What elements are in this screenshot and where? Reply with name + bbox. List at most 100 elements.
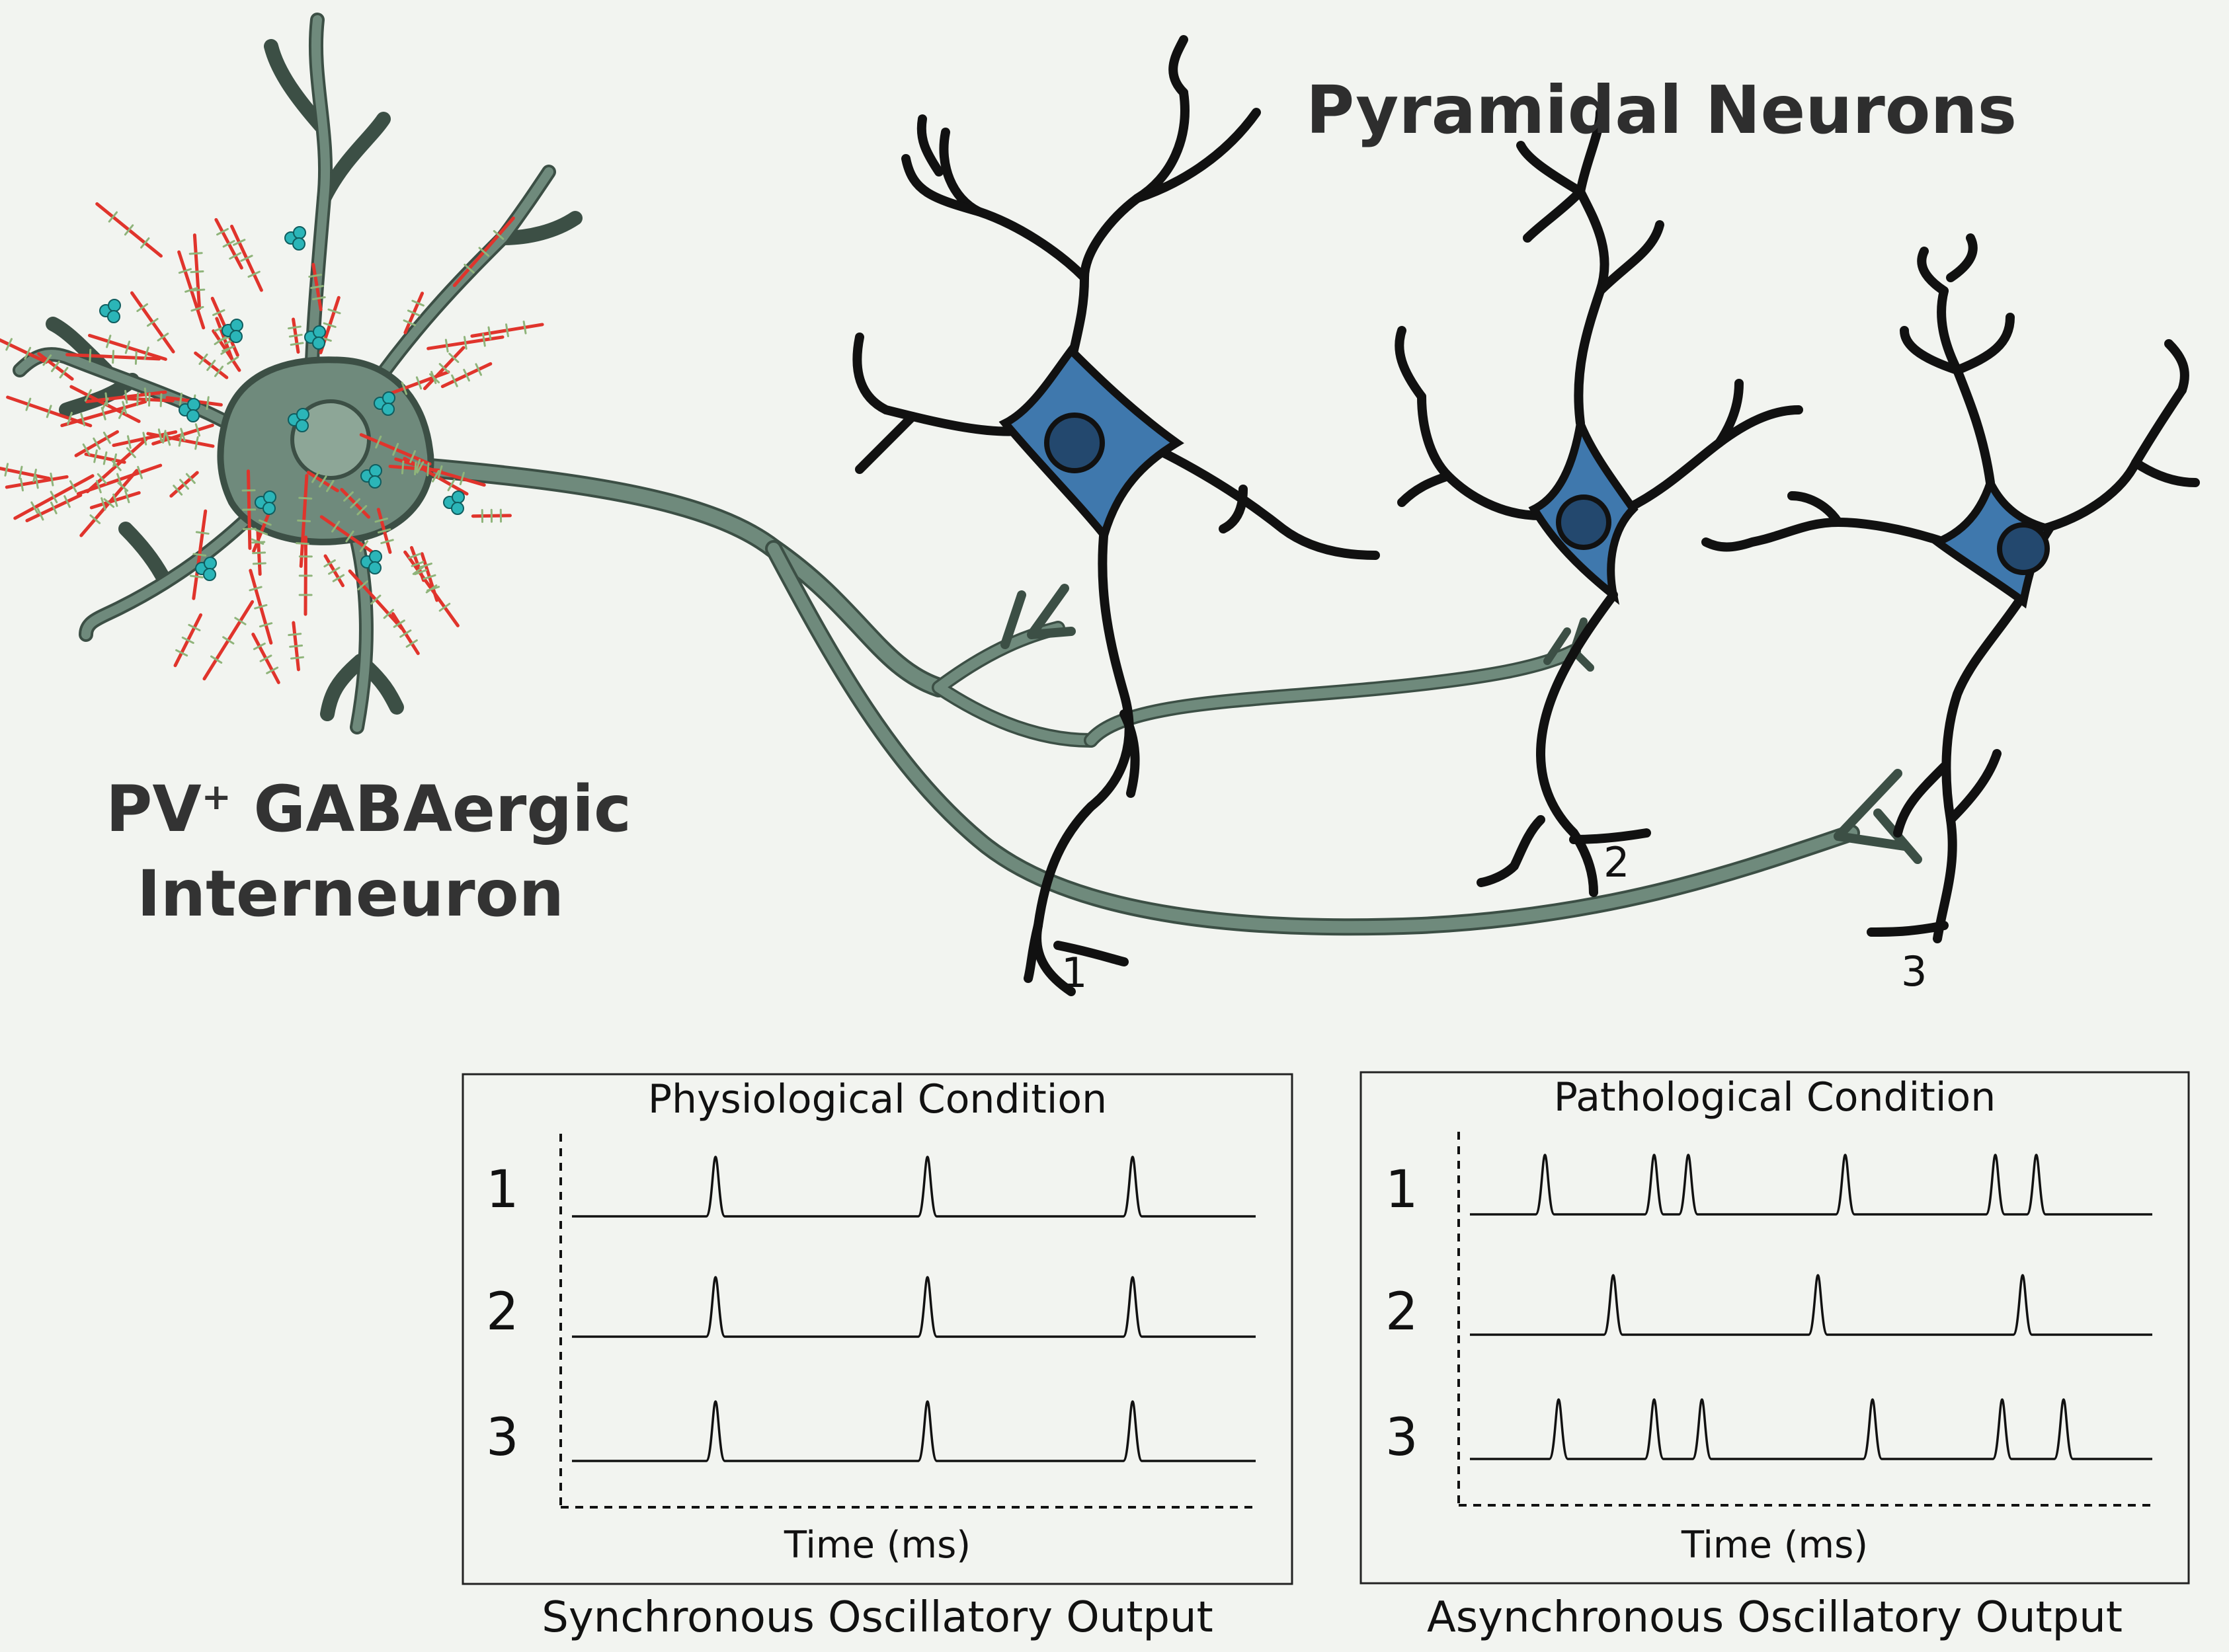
pnn-bristle [505, 323, 509, 338]
pnn-bristle [190, 270, 204, 274]
pnn-bristle [103, 498, 115, 508]
neuron-label-1: 1 [1061, 949, 1088, 997]
pnn-bristle [179, 479, 190, 490]
pnn-bristle [175, 649, 188, 657]
synapse-dot [292, 237, 305, 251]
pnn-bristle [5, 338, 13, 351]
pnn-bristle [415, 376, 423, 390]
pnn-bristle [463, 368, 470, 382]
pnn-bristle [401, 460, 405, 475]
axon-branch-1 [934, 623, 1096, 746]
spike-train-1 [572, 1156, 1256, 1218]
axon-branch-2 [1086, 646, 1579, 746]
panel-1-row-label-1: 1 [486, 1160, 519, 1220]
pnn-bristle [463, 336, 467, 350]
synapse-dot [369, 550, 382, 563]
pnn-bristle [438, 363, 450, 374]
pyramidal-neuron-3 [1701, 233, 2200, 943]
pnn-bristle [451, 374, 458, 387]
pnn-bristle [448, 352, 460, 364]
pnn-bristle [290, 342, 304, 346]
pnn-bristle [414, 569, 427, 576]
synapse-dot [108, 299, 121, 312]
pnn-bristle [251, 541, 266, 544]
pnn-bristle [332, 574, 345, 582]
synapse-dot [368, 475, 382, 489]
pnn-bristle [229, 252, 242, 260]
pnn-bristle [188, 252, 203, 255]
pnn-bristle [102, 451, 108, 465]
pnn-bristle [327, 308, 341, 315]
pnn-bristle [124, 490, 130, 504]
pnn-bristle [190, 305, 204, 312]
pnn-bristle [89, 348, 92, 363]
pnn-bristle [216, 227, 229, 236]
pnn-bristle [116, 473, 122, 487]
panel-2-title: Pathological Condition [1553, 1074, 1996, 1121]
pnn-bristle [326, 480, 335, 492]
synapse-dot [451, 502, 464, 515]
panel-1-xlabel: Time (ms) [784, 1524, 971, 1567]
pnn-bristle [101, 497, 106, 511]
axon-branch-3 [765, 540, 1860, 936]
pnn-bristle [30, 501, 38, 514]
pnn-bristle [179, 392, 183, 407]
pnn-bristle [112, 453, 117, 467]
pnn-bristle [19, 477, 24, 492]
synapse-clusters [99, 226, 465, 581]
pnn-bristle [50, 501, 58, 514]
pnn-bristle [423, 574, 436, 580]
panel-1-row-label-2: 2 [486, 1282, 519, 1342]
panel-1-row-label-3: 3 [486, 1408, 519, 1468]
pnn-bristle [112, 493, 118, 507]
pnn-bristle [464, 263, 475, 274]
synapse-dot [312, 336, 325, 350]
panel-1-caption: Synchronous Oscillatory Output [542, 1593, 1213, 1642]
pnn-bristle [97, 473, 107, 485]
pnn-bristle [84, 389, 92, 402]
panel-1-title: Physiological Condition [647, 1076, 1108, 1122]
interneuron-title: PV+ GABAergic Interneuron [106, 767, 631, 936]
panel-2-row-label-1: 1 [1385, 1160, 1418, 1220]
pnn-bristle [319, 475, 327, 488]
pnn-bristle [323, 559, 336, 568]
pyramidal-neuron-2 [1395, 108, 1803, 897]
synapse-dot [186, 409, 200, 422]
pnn-bristle [429, 373, 440, 383]
pnn-bristle [188, 623, 201, 631]
spike-train-2 [572, 1276, 1256, 1338]
pnn-bristle [34, 475, 39, 489]
pnn-bristle [308, 274, 323, 278]
pnn-bristle [295, 542, 309, 545]
pnn-bristle [357, 580, 368, 591]
panel-2-xlabel: Time (ms) [1681, 1524, 1869, 1567]
pnn-bristle [356, 504, 368, 516]
panel-frame [462, 1073, 1293, 1585]
pnn-bristle [259, 622, 273, 628]
synapse-dot [229, 330, 243, 343]
pnn-bristle [411, 561, 425, 567]
pnn-bristle [419, 563, 432, 569]
pnn-bristle [36, 508, 44, 521]
pnn-bristle [407, 309, 421, 317]
pnn-bristle [181, 636, 194, 645]
pnn-bristle [253, 643, 266, 650]
pnn-bristle [359, 540, 369, 553]
spike-train-3 [1470, 1398, 2152, 1460]
pnn-bristle [222, 240, 235, 248]
perineuronal-net-bristles [4, 211, 527, 674]
pnn-bristle [180, 428, 186, 442]
raster-panel-2 [1359, 1071, 2190, 1585]
pnn-bristle [124, 340, 131, 354]
pnn-bristle [157, 333, 169, 342]
pnn-bristle [140, 237, 150, 249]
pnn-bristle [311, 296, 326, 301]
pyramidal-nucleus-2 [1556, 494, 1611, 550]
pnn-bristle [143, 346, 149, 360]
synapse-dot [452, 491, 465, 504]
pnn-bristle [32, 469, 37, 483]
pnn-bristle [218, 335, 231, 342]
pnn-bristle [447, 479, 456, 492]
pnn-bristle [380, 539, 394, 545]
pnn-bristle [425, 584, 438, 594]
